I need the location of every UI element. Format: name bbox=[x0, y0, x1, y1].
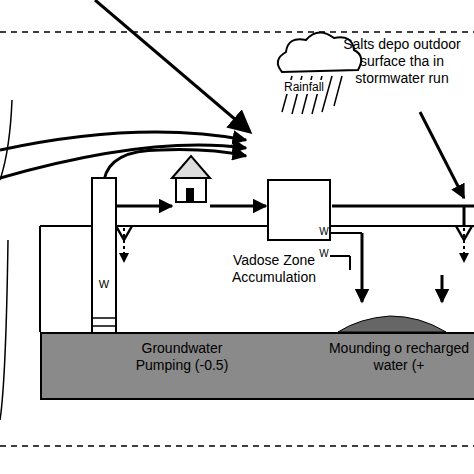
outlet-marker: W bbox=[318, 248, 330, 260]
groundwater-band: Groundwater Pumping (-0.5) Mounding o rec… bbox=[40, 332, 474, 400]
well-marker: W bbox=[97, 278, 111, 291]
band-text: Mounding o recharged water (+ bbox=[324, 340, 474, 374]
rainfall-label: Rainfall bbox=[282, 80, 326, 94]
vadose-label: Vadose Zone Accumulation bbox=[214, 252, 334, 286]
band-text: Groundwater Pumping (-0.5) bbox=[112, 340, 252, 374]
salts-note: Salts depo outdoor surface tha in stormw… bbox=[336, 36, 468, 86]
outlet-marker: W bbox=[318, 226, 330, 238]
